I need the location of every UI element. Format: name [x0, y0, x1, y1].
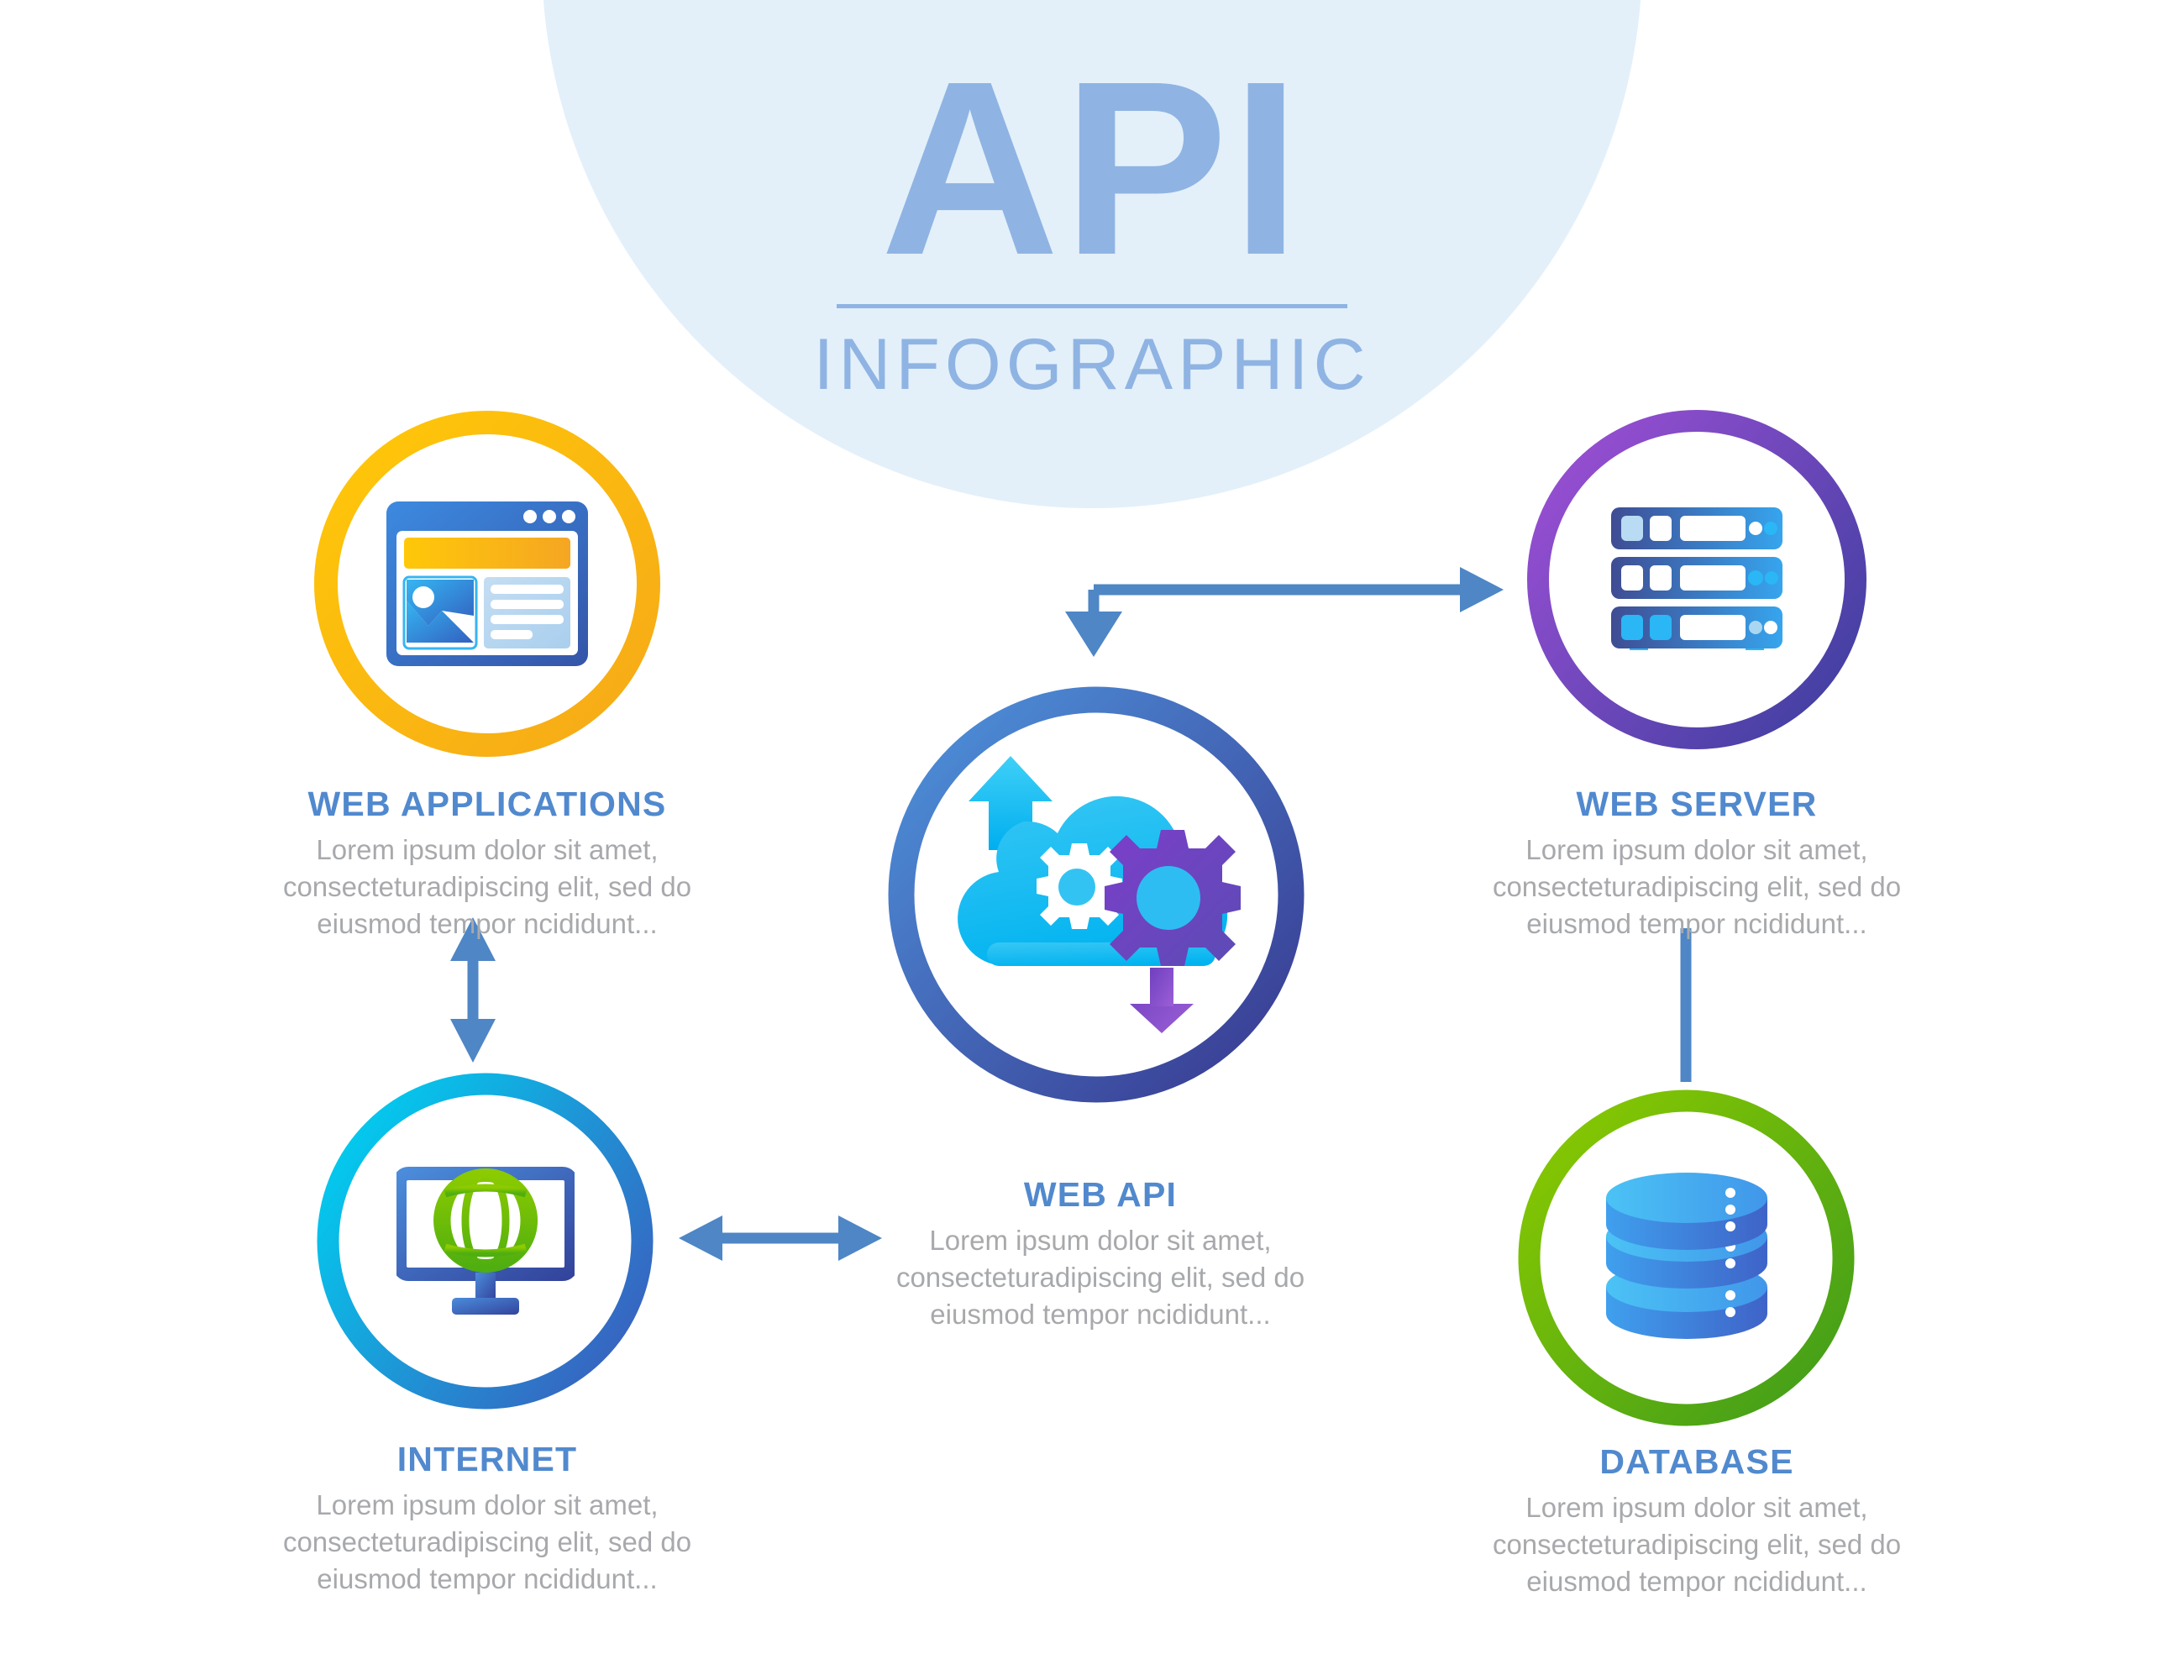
- web-applications-ring: [311, 407, 664, 760]
- node-web-applications[interactable]: [311, 407, 664, 760]
- web-api-title: WEB API: [1023, 1175, 1178, 1214]
- web-api-ring: [886, 685, 1306, 1105]
- web-applications-ring-circle: [314, 411, 660, 757]
- database-title: DATABASE: [1599, 1442, 1794, 1481]
- web-applications-title: WEB APPLICATIONS: [307, 785, 667, 823]
- database-cylinder-icon: [1605, 1172, 1767, 1339]
- caption-internet: INTERNET Lorem ipsum dolor sit amet, con…: [252, 1440, 722, 1598]
- web-server-ring-circle: [1527, 410, 1866, 749]
- monitor-globe-icon: [396, 1166, 575, 1315]
- web-server-title: WEB SERVER: [1576, 785, 1818, 823]
- browser-window-icon: [386, 501, 588, 666]
- web-server-body: Lorem ipsum dolor sit amet, consectetura…: [1492, 834, 1902, 939]
- node-web-api[interactable]: [886, 685, 1306, 1105]
- web-api-ring-circle: [888, 686, 1305, 1103]
- database-ring-circle: [1518, 1089, 1855, 1426]
- internet-ring-circle: [317, 1073, 654, 1410]
- cloud-gears-icon: [958, 756, 1241, 1033]
- database-ring: [1516, 1088, 1856, 1428]
- connector-api-to-server: [1065, 567, 1504, 657]
- node-internet[interactable]: [315, 1071, 655, 1411]
- internet-title: INTERNET: [396, 1440, 578, 1478]
- caption-database: DATABASE Lorem ipsum dolor sit amet, con…: [1462, 1442, 1932, 1600]
- server-rack-icon: [1611, 507, 1782, 650]
- download-arrow-icon: [1130, 968, 1194, 1033]
- caption-web-server: WEB SERVER Lorem ipsum dolor sit amet, c…: [1462, 785, 1932, 942]
- web-server-ring: [1525, 407, 1869, 752]
- node-database[interactable]: [1516, 1088, 1856, 1428]
- database-body: Lorem ipsum dolor sit amet, consectetura…: [1492, 1492, 1902, 1597]
- caption-web-applications: WEB APPLICATIONS Lorem ipsum dolor sit a…: [252, 785, 722, 942]
- node-web-server[interactable]: [1525, 407, 1869, 752]
- web-applications-body: Lorem ipsum dolor sit amet, consectetura…: [282, 834, 692, 939]
- internet-ring: [315, 1071, 655, 1411]
- connector-webapps-to-internet: [450, 917, 496, 1063]
- internet-body: Lorem ipsum dolor sit amet, consectetura…: [282, 1489, 692, 1594]
- caption-web-api: WEB API Lorem ipsum dolor sit amet, cons…: [882, 1175, 1319, 1333]
- web-api-body: Lorem ipsum dolor sit amet, consectetura…: [895, 1225, 1305, 1330]
- connector-internet-to-api: [679, 1215, 882, 1261]
